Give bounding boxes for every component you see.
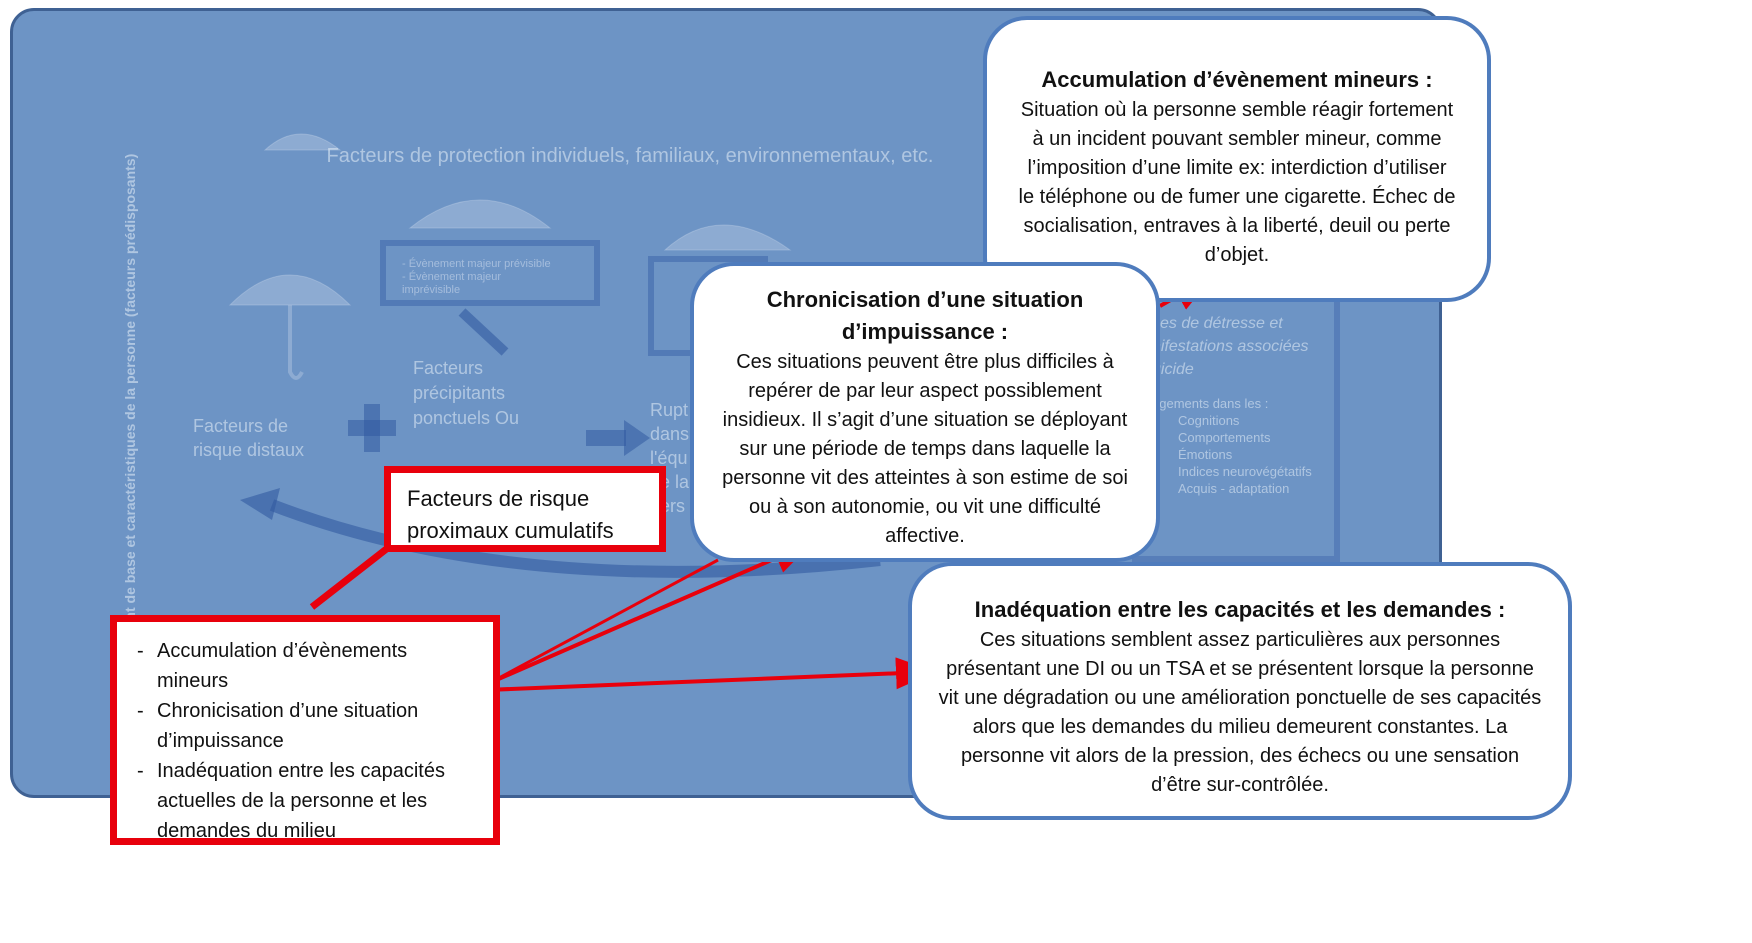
inadequation-body: Ces situations semblent assez particuliè… xyxy=(938,629,1542,796)
inadequation-callout: Inadéquation entre les capacités et les … xyxy=(908,562,1572,820)
chronic-body: Ces situations peuvent être plus diffici… xyxy=(722,351,1128,547)
change-item: Cognitions xyxy=(1178,413,1240,428)
major-event-line: - Évènement majeur xyxy=(402,271,502,283)
umbrella-icon xyxy=(263,133,342,151)
arrow-to-chronic xyxy=(477,541,814,690)
arrow-to-inadequation xyxy=(485,657,936,692)
major-event-line: - Évènement majeur prévisible xyxy=(402,258,551,270)
change-item: Émotions xyxy=(1178,447,1233,462)
risk-factor-item: Chronicisation d’une situation d’impuiss… xyxy=(131,696,481,756)
distal-risk-label: Facteurs de risque distaux xyxy=(193,416,305,460)
accumulation-body: Situation où la personne semble réagir f… xyxy=(1018,99,1456,266)
umbrella-icon xyxy=(663,224,792,251)
distress-indicators-title: ces de détresse et nifestations associée… xyxy=(1152,312,1342,381)
arrow-to-chronic-2 xyxy=(483,558,719,688)
accumulation-callout: Accumulation d’évènement mineurs : Situa… xyxy=(983,16,1491,302)
umbrella-icon xyxy=(228,274,352,306)
protection-factors-label: Facteurs de protection individuels, fami… xyxy=(326,145,934,167)
changes-label: ngements dans les : xyxy=(1152,396,1269,411)
change-item: Acquis - adaptation xyxy=(1178,481,1290,496)
distress-line: nifestations associées xyxy=(1152,338,1309,355)
change-item: Indices neurovégétatifs xyxy=(1178,464,1312,479)
risk-factor-item: Inadéquation entre les capacités actuell… xyxy=(131,756,481,846)
chronic-title: Chronicisation d’une situation d’impuiss… xyxy=(766,287,1084,344)
umbrella-icon xyxy=(408,199,552,229)
distress-line: ces de détresse et xyxy=(1152,315,1283,332)
proximal-risk-factors-list: Accumulation d’évènements mineurs Chroni… xyxy=(110,615,500,845)
accumulation-title: Accumulation d’évènement mineurs : xyxy=(1041,67,1433,92)
change-item: Comportements xyxy=(1178,430,1271,445)
chronic-callout: Chronicisation d’une situation d’impuiss… xyxy=(690,262,1160,562)
label-to-list-connector xyxy=(309,537,401,610)
changes-list: Cognitions Comportements Émotions Indice… xyxy=(1178,412,1328,497)
precipitating-factors-label: Facteurs précipitants ponctuels Ou xyxy=(413,358,520,428)
major-event-line: imprévisible xyxy=(402,284,461,296)
major-event-box: - Évènement majeur prévisible - Évènemen… xyxy=(380,240,600,306)
inadequation-title: Inadéquation entre les capacités et les … xyxy=(974,597,1506,622)
risk-factor-item: Accumulation d’évènements mineurs xyxy=(131,636,481,696)
proximal-risk-factors-label: Facteurs de risque proximaux cumulatifs xyxy=(384,466,666,552)
distress-line: uicide xyxy=(1152,361,1194,378)
